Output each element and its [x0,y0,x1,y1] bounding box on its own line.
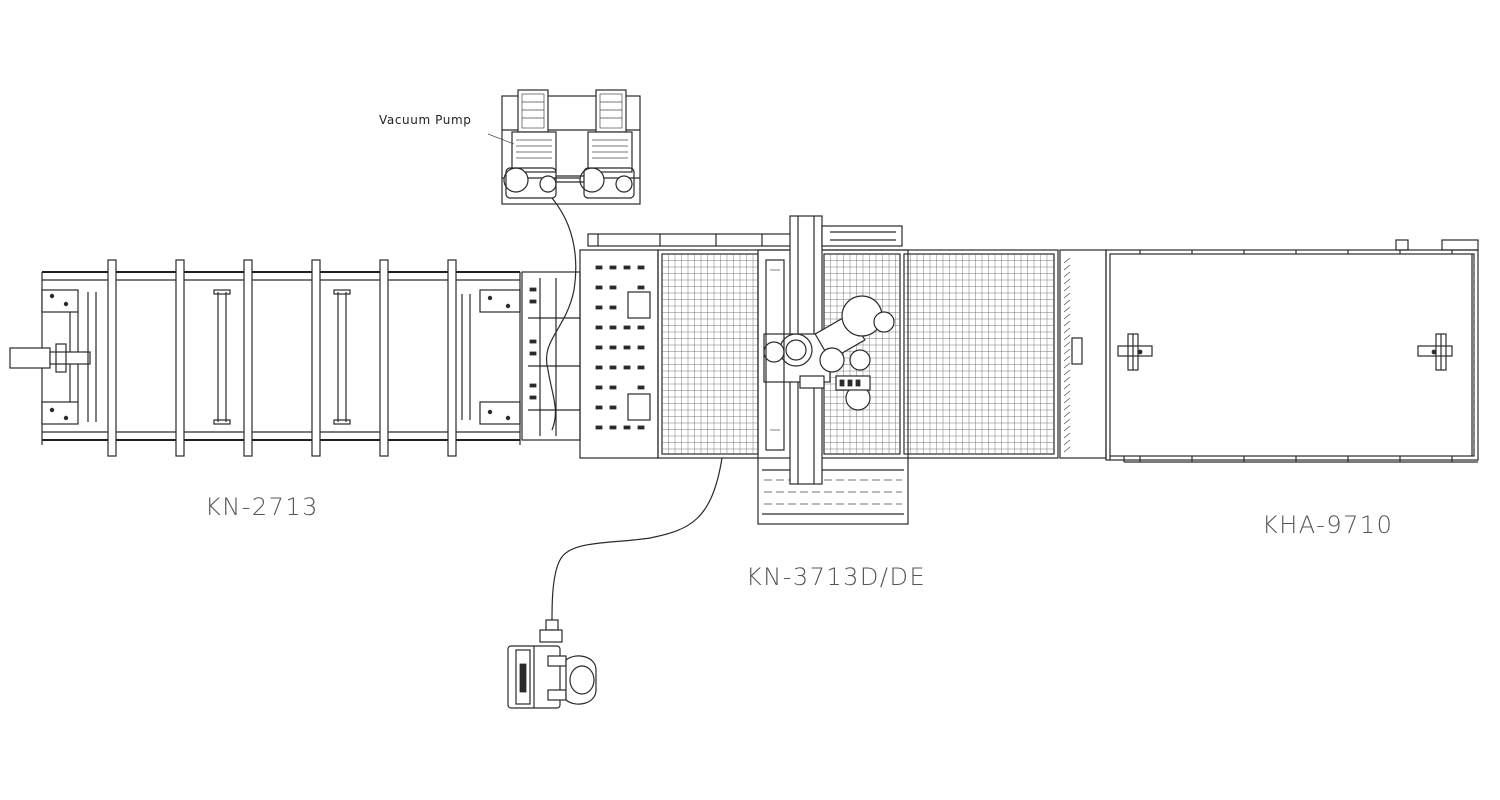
loader-machine [9,259,521,457]
cnc-spindle-head [763,259,895,451]
unloader-edge-ticks [1139,250,1453,462]
unloader-machine [1059,239,1479,463]
unloader-suction-left [1117,333,1153,371]
vacuum-pump-left [503,89,557,199]
unloader-suction-right [1417,333,1453,371]
cnc-machine [579,215,1059,525]
vacuum-table-right [903,253,1055,455]
cnc-label: KN-3713D/DE [746,563,926,591]
control-cable [551,457,723,621]
vacuum-pump-right [579,89,635,199]
vacuum-table-left [661,253,759,455]
loader-label: KN-2713 [205,493,319,521]
control-panel [507,619,597,709]
transfer-section [521,271,581,441]
unloader-label: KHA-9710 [1262,511,1393,539]
loader-cross-members [107,259,457,457]
vacuum-pump-label: Vacuum Pump [379,113,471,127]
cnc-feed-table-slots [595,265,645,430]
vacuum-pump-assembly [487,89,641,431]
unloader-belt-hatch [1063,257,1071,453]
